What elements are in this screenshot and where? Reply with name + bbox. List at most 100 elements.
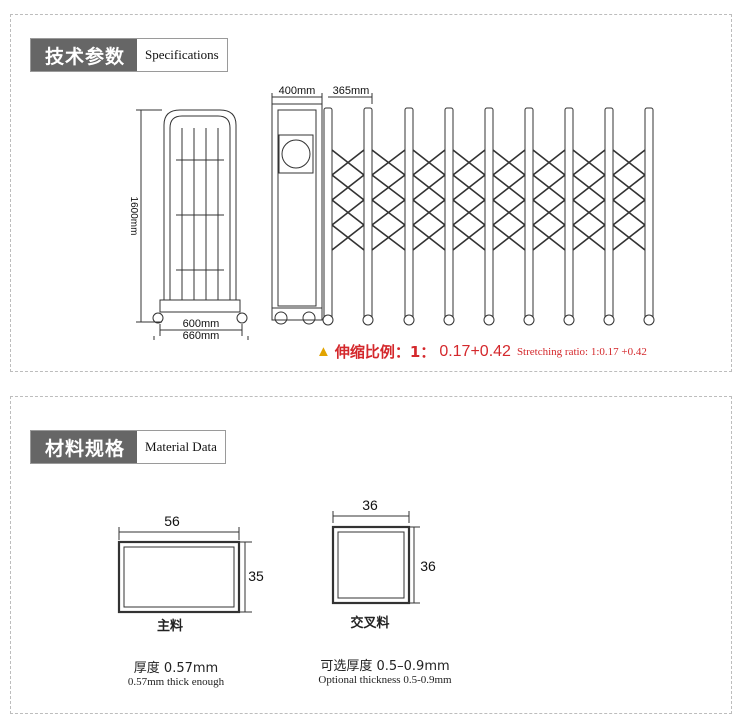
lattice-bar	[492, 161, 510, 176]
gate-wheel	[403, 314, 415, 326]
lattice-bar	[612, 199, 630, 214]
lattice-bar	[588, 199, 606, 214]
gate-wheel	[362, 314, 374, 326]
lattice-bar	[428, 211, 446, 226]
lattice-bar	[428, 199, 446, 214]
lattice-bar	[612, 149, 630, 164]
lattice-bar	[628, 224, 646, 239]
lattice-bar	[468, 199, 486, 214]
specifications-panel	[10, 14, 732, 372]
dim-outer-width-label: 660mm	[183, 330, 220, 340]
lattice-bar	[468, 174, 486, 189]
lattice-bar	[428, 236, 446, 251]
lattice-bar	[588, 149, 606, 164]
main-height-label: 35	[248, 568, 264, 584]
lattice-bar	[628, 174, 646, 189]
dim-height-label: 1600mm	[128, 197, 139, 236]
lattice-bar	[371, 199, 389, 214]
lattice-bar	[572, 149, 590, 164]
lattice-bar	[548, 224, 566, 239]
lattice-bar	[572, 161, 590, 176]
cross-thickness-en: Optional thickness 0.5-0.9mm	[318, 674, 452, 686]
lattice-bar	[588, 211, 606, 226]
gate-wheel	[523, 314, 535, 326]
stretch-ratio-value: 0.17+0.42	[439, 342, 511, 360]
lattice-bar	[388, 199, 406, 214]
lattice-bar	[492, 199, 510, 214]
gate-wheel	[603, 314, 615, 326]
lattice-bar	[548, 149, 566, 164]
lattice-bar	[331, 236, 349, 251]
lattice-bar	[572, 174, 590, 189]
lattice-bar	[371, 211, 389, 226]
lattice-bar	[508, 236, 526, 251]
lattice-bar	[628, 211, 646, 226]
stretch-ratio-label-cn: 伸缩比例：1：	[334, 343, 436, 361]
dim-head-width-label: 400mm	[279, 85, 316, 97]
lattice-bar	[588, 224, 606, 239]
lattice-bar	[628, 199, 646, 214]
lattice-bar	[548, 174, 566, 189]
lattice-bar	[347, 186, 365, 201]
lattice-bar	[412, 224, 430, 239]
lattice-bar	[452, 161, 470, 176]
lattice-bar	[628, 186, 646, 201]
gate-drawing: 1600mm 600mm 660mm 400mm 365mm	[128, 85, 655, 340]
lattice-bar	[612, 186, 630, 201]
lattice-bar	[468, 224, 486, 239]
cross-profile-section	[331, 525, 411, 605]
lattice-bar	[412, 199, 430, 214]
cross-height-label: 36	[420, 558, 436, 574]
gate-wheel	[643, 314, 655, 326]
lattice-bar	[572, 224, 590, 239]
specifications-header-en: Specifications	[145, 47, 219, 62]
lattice-bar	[468, 161, 486, 176]
lattice-bar	[492, 186, 510, 201]
lattice-bar	[612, 236, 630, 251]
lattice-bar	[371, 149, 389, 164]
lattice-bar	[588, 236, 606, 251]
lattice-bar	[532, 149, 550, 164]
gate-wheel	[443, 314, 455, 326]
lattice-bar	[331, 186, 349, 201]
lattice-bar	[388, 186, 406, 201]
specifications-header: 技术参数 Specifications	[30, 38, 228, 72]
lattice-bar	[371, 174, 389, 189]
main-thickness-en: 0.57mm thick enough	[127, 676, 225, 688]
main-profile-name: 主料	[156, 619, 183, 634]
lattice-bar	[588, 186, 606, 201]
lattice-bar	[588, 161, 606, 176]
material-header: 材料规格 Material Data	[30, 430, 226, 464]
lattice-bar	[428, 174, 446, 189]
lattice-bar	[508, 161, 526, 176]
lattice-bar	[452, 224, 470, 239]
lattice-bar	[371, 161, 389, 176]
lattice-bar	[492, 236, 510, 251]
lattice-bar	[428, 161, 446, 176]
lattice-bar	[347, 236, 365, 251]
lattice-bar	[452, 199, 470, 214]
lattice-bar	[388, 161, 406, 176]
lattice-bar	[371, 224, 389, 239]
material-header-en: Material Data	[145, 439, 217, 454]
lattice-bar	[612, 224, 630, 239]
material-header-cn: 材料规格	[31, 431, 138, 463]
front-view-head	[271, 103, 323, 325]
lattice-bar	[412, 149, 430, 164]
lattice-bar	[532, 161, 550, 176]
lattice-bar	[412, 211, 430, 226]
lattice-bar	[628, 149, 646, 164]
lattice-bar	[532, 224, 550, 239]
lattice-bar	[331, 174, 349, 189]
lattice-bar	[388, 211, 406, 226]
lattice-bar	[492, 211, 510, 226]
lattice-bar	[508, 211, 526, 226]
lattice-bar	[508, 149, 526, 164]
lattice-bar	[412, 186, 430, 201]
cross-profile-name: 交叉料	[350, 616, 390, 631]
lattice-bar	[347, 224, 365, 239]
cross-width-label: 36	[362, 497, 378, 513]
lattice-bar	[532, 236, 550, 251]
lattice-bar	[548, 211, 566, 226]
